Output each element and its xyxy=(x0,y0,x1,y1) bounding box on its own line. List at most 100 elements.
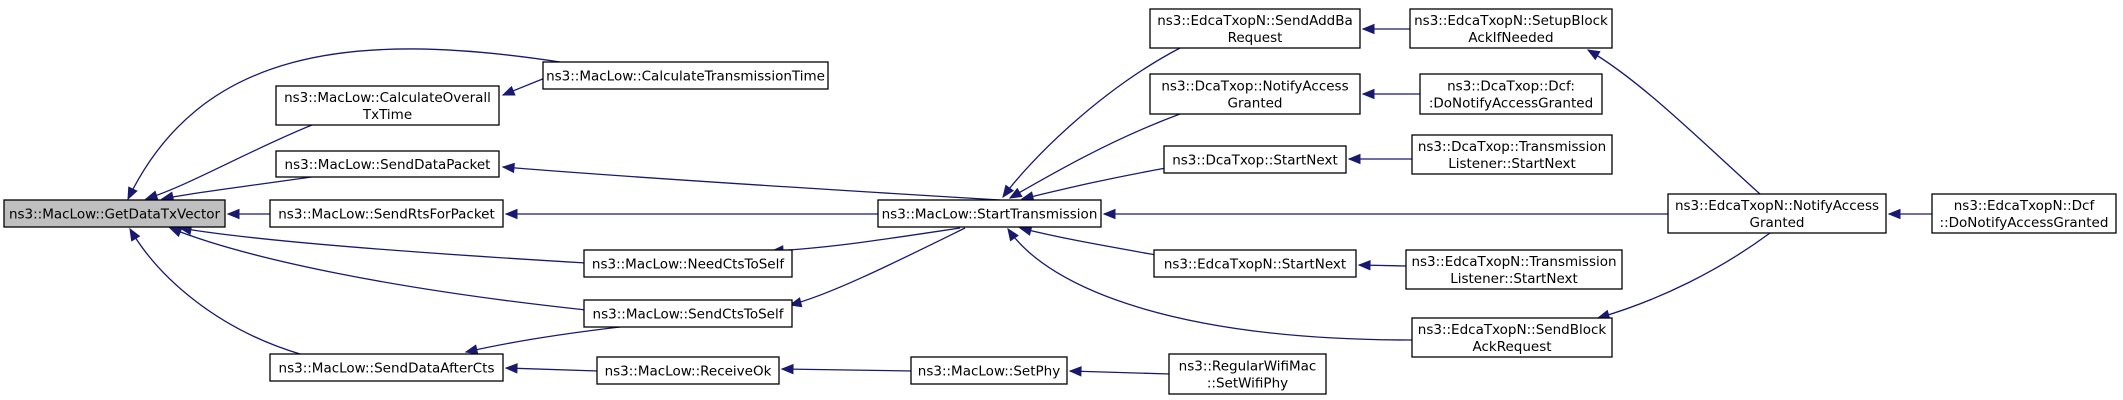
edge-line xyxy=(1002,47,1181,198)
arrowhead xyxy=(1357,260,1371,271)
node-label: Listener::StartNext xyxy=(1450,271,1578,287)
node-box[interactable] xyxy=(877,199,1102,228)
node-label: TxTime xyxy=(362,107,412,123)
arrowhead xyxy=(780,363,794,375)
root-node-box[interactable] xyxy=(3,199,226,228)
node-label: ns3::EdcaTxopN::NotifyAccess xyxy=(1675,198,1879,214)
node-edca-notifyaccessgranted[interactable]: ns3::EdcaTxopN::NotifyAccessGranted xyxy=(1667,193,1887,234)
edge-line xyxy=(179,227,587,264)
node-box[interactable] xyxy=(1409,8,1613,49)
node-label: Request xyxy=(1228,30,1283,46)
node-dca-notifyaccessgranted[interactable]: ns3::DcaTxop::NotifyAccessGranted xyxy=(1149,73,1361,115)
node-getdatatxvector[interactable]: ns3::MacLow::GetDataTxVector xyxy=(3,199,226,228)
edge-sendctstoself-to-senddataaftercts xyxy=(464,326,621,355)
node-edca-dcf-donotifyaccessgranted[interactable]: ns3::EdcaTxopN::Dcf::DoNotifyAccessGrant… xyxy=(1931,193,2117,234)
arrowhead xyxy=(226,208,240,220)
edge-line xyxy=(781,368,913,372)
arrowhead xyxy=(168,227,183,238)
node-label: ns3::MacLow::StartTransmission xyxy=(882,207,1098,223)
node-box[interactable] xyxy=(1411,134,1613,175)
node-box[interactable] xyxy=(1149,8,1361,49)
node-box[interactable] xyxy=(583,299,793,328)
node-dca-startnext[interactable]: ns3::DcaTxop::StartNext xyxy=(1163,145,1347,174)
node-receiveok[interactable]: ns3::MacLow::ReceiveOk xyxy=(596,356,780,385)
node-label: ns3::DcaTxop::StartNext xyxy=(1172,153,1338,169)
edge-sendrtsforpacket-to-getdatatxvector xyxy=(226,208,270,220)
node-box[interactable] xyxy=(1931,193,2117,234)
edge-needctstoself-to-getdatatxvector xyxy=(178,224,587,264)
node-label: ns3::DcaTxop::NotifyAccess xyxy=(1161,79,1348,95)
edge-line xyxy=(1019,227,1157,256)
node-senddataaftercts[interactable]: ns3::MacLow::SendDataAfterCts xyxy=(269,353,504,382)
arrowhead xyxy=(464,344,479,355)
node-starttransmission[interactable]: ns3::MacLow::StartTransmission xyxy=(877,199,1102,228)
edge-receiveok-to-senddataaftercts xyxy=(504,363,599,374)
edge-line xyxy=(505,367,599,372)
node-label: ns3::MacLow::GetDataTxVector xyxy=(9,207,221,223)
edge-edca-startnext-to-starttransmission xyxy=(1018,225,1157,256)
node-box[interactable] xyxy=(1411,317,1613,358)
arrowhead xyxy=(144,190,159,201)
edge-edca-notifyaccessgranted-to-edca-setupblockackifneeded xyxy=(1586,49,1761,195)
node-label: ns3::DcaTxop::Dcf: xyxy=(1447,79,1575,95)
node-box[interactable] xyxy=(1405,249,1623,290)
node-sendctstoself[interactable]: ns3::MacLow::SendCtsToSelf xyxy=(583,299,793,328)
node-box[interactable] xyxy=(596,356,780,385)
node-label: AckIfNeeded xyxy=(1468,30,1553,46)
arrowhead xyxy=(501,85,516,96)
node-label: ns3::EdcaTxopN::StartNext xyxy=(1164,257,1346,273)
node-box[interactable] xyxy=(275,150,500,178)
node-needctstoself[interactable]: ns3::MacLow::NeedCtsToSelf xyxy=(583,249,793,278)
node-box[interactable] xyxy=(1419,73,1603,115)
node-senddatapacket[interactable]: ns3::MacLow::SendDataPacket xyxy=(275,150,500,178)
edge-line xyxy=(502,166,1001,201)
arrowhead xyxy=(1008,187,1023,199)
node-box[interactable] xyxy=(1153,249,1357,278)
node-label: ns3::MacLow::SendRtsForPacket xyxy=(278,207,495,223)
node-edca-transmissionlistener-startnext[interactable]: ns3::EdcaTxopN::TransmissionListener::St… xyxy=(1405,249,1623,290)
node-label: ns3::EdcaTxopN::Dcf xyxy=(1954,198,2096,214)
node-label: ns3::RegularWifiMac xyxy=(1179,359,1317,375)
node-label: Granted xyxy=(1749,215,1804,231)
node-box[interactable] xyxy=(910,356,1068,385)
edge-sendctstoself-to-getdatatxvector xyxy=(168,227,587,311)
edge-calculatetransmissiontime-to-getdatatxvector xyxy=(127,48,561,201)
node-dcf-donotifyaccessgranted[interactable]: ns3::DcaTxop::Dcf::DoNotifyAccessGranted xyxy=(1419,73,1603,115)
edge-line xyxy=(1009,113,1181,199)
node-box[interactable] xyxy=(1149,73,1361,115)
arrowhead xyxy=(1887,208,1901,220)
edge-line xyxy=(1021,167,1167,200)
node-box[interactable] xyxy=(275,85,500,126)
node-label: AckRequest xyxy=(1472,339,1551,355)
edge-starttransmission-to-needctstoself xyxy=(770,227,961,256)
edge-line xyxy=(465,326,621,353)
node-label: ns3::MacLow::ReceiveOk xyxy=(605,364,772,380)
node-setwifiphy[interactable]: ns3::RegularWifiMac::SetWifiPhy xyxy=(1168,353,1327,395)
edge-line xyxy=(169,227,587,311)
edge-line xyxy=(129,228,301,355)
node-box[interactable] xyxy=(542,61,829,90)
edge-edca-notifyaccessgranted-to-starttransmission xyxy=(1102,208,1668,220)
node-dca-transmissionlistener-startnext[interactable]: ns3::DcaTxop::TransmissionListener::Star… xyxy=(1411,134,1613,175)
node-sendrtsforpacket[interactable]: ns3::MacLow::SendRtsForPacket xyxy=(269,199,504,228)
node-box[interactable] xyxy=(1667,193,1887,234)
node-label: ns3::EdcaTxopN::SendBlock xyxy=(1418,322,1607,338)
arrowhead xyxy=(127,186,138,201)
node-box[interactable] xyxy=(583,249,793,278)
node-label: ns3::MacLow::SendDataAfterCts xyxy=(279,361,495,377)
node-box[interactable] xyxy=(1163,145,1347,174)
edge-line xyxy=(771,227,961,252)
node-box[interactable] xyxy=(269,199,504,228)
arrowhead xyxy=(1007,227,1019,242)
edge-starttransmission-to-senddatapacket xyxy=(501,162,1001,201)
node-box[interactable] xyxy=(269,353,504,382)
node-edca-startnext[interactable]: ns3::EdcaTxopN::StartNext xyxy=(1153,249,1357,278)
node-calculatetransmissiontime[interactable]: ns3::MacLow::CalculateTransmissionTime xyxy=(542,61,829,90)
node-setphy[interactable]: ns3::MacLow::SetPhy xyxy=(910,356,1068,385)
node-box[interactable] xyxy=(1168,353,1327,395)
arrowhead xyxy=(504,208,518,220)
